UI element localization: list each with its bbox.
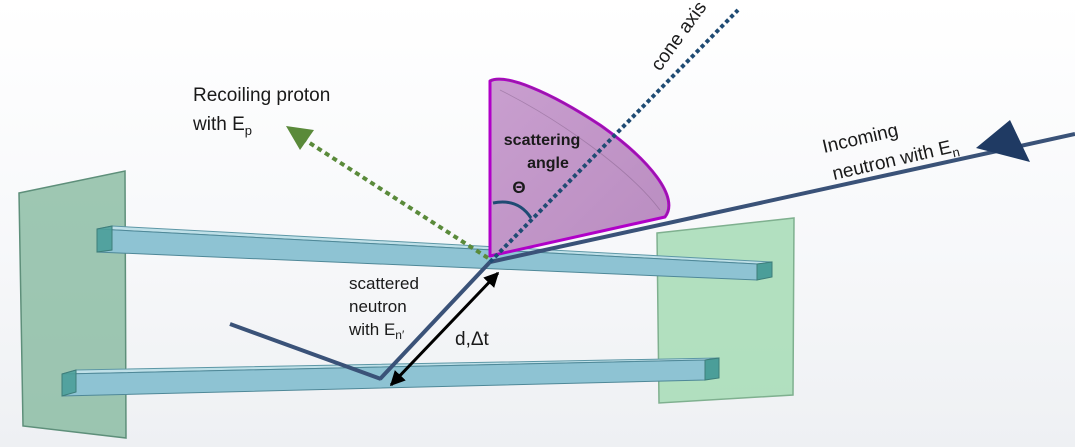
scattered-label-line1: scattered	[349, 274, 419, 293]
theta-arc	[492, 200, 533, 219]
theta-label: Θ	[512, 178, 525, 197]
recoil-proton-arrowhead	[286, 126, 314, 150]
scattered-label-main: with E	[348, 320, 395, 339]
recoil-label-sub: p	[245, 123, 252, 138]
distance-label: d,Δt	[455, 329, 490, 350]
cone-axis-line	[488, 8, 740, 264]
recoil-label-main: with E	[192, 114, 245, 135]
recoil-label-line1: Recoiling proton	[193, 85, 330, 106]
scattered-neutron-secondary-line	[229, 322, 382, 381]
scattered-label-line3: with En′	[348, 320, 405, 342]
scattering-angle-line2: angle	[527, 155, 569, 172]
incoming-neutron-arrowhead	[976, 120, 1030, 162]
incoming-neutron-line	[489, 132, 1075, 264]
recoil-label-line2: with Ep	[192, 114, 252, 138]
left-detector-plane	[18, 170, 127, 439]
scattering-angle-line1: scattering	[504, 132, 580, 149]
scattering-cone	[488, 77, 671, 258]
scattered-label-sub: n′	[395, 328, 405, 342]
incoming-label-sub: n	[951, 144, 961, 160]
scattered-label-line2: neutron	[349, 297, 407, 316]
recoil-proton-track	[303, 138, 490, 260]
cone-axis-label: cone axis	[647, 0, 711, 75]
distance-arrow	[389, 271, 500, 387]
lower-detector-bar	[61, 357, 720, 397]
